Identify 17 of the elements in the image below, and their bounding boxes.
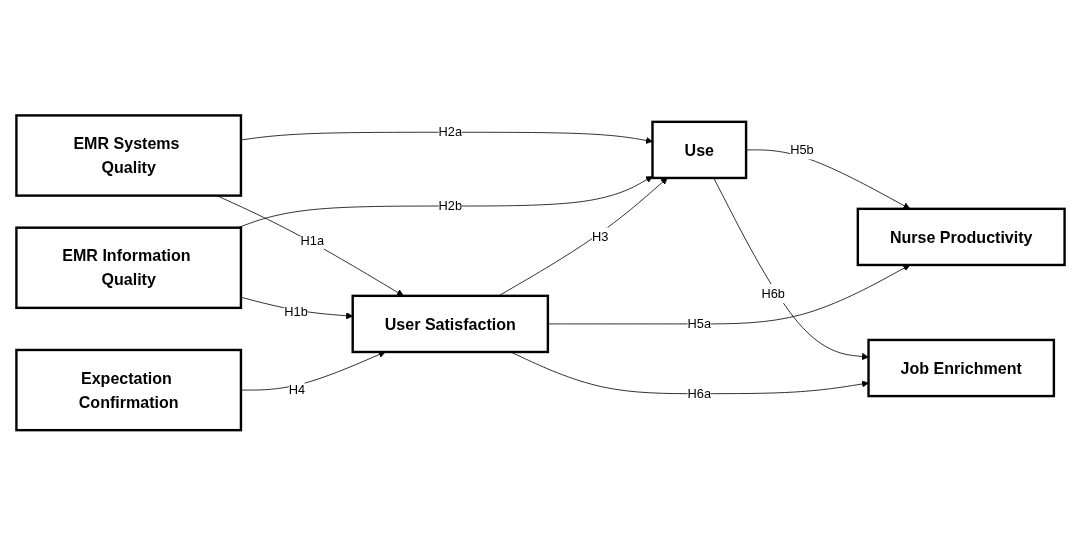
node-box: User Satisfaction: [351, 294, 550, 353]
edge-label: H6a: [687, 386, 712, 400]
edge-label: H5b: [790, 142, 814, 157]
edge-label: H5a: [687, 316, 712, 331]
edge-label: H1b: [284, 304, 308, 318]
edge-label: H4: [288, 382, 306, 397]
edge-label: H3: [591, 229, 609, 244]
node-box: Expectation Confirmation: [15, 348, 243, 432]
edge-label: H2a: [438, 124, 463, 139]
node-box: Job Enrichment: [867, 338, 1056, 397]
edge-label: H2b: [438, 198, 463, 213]
node-box: EMR Systems Quality: [15, 113, 243, 197]
node-box: EMR Information Quality: [15, 226, 243, 309]
edge-label: H6b: [761, 286, 785, 300]
node-box: Use: [651, 120, 748, 179]
edge-label: H1a: [300, 233, 325, 248]
node-box: Nurse Productivity: [856, 207, 1066, 266]
